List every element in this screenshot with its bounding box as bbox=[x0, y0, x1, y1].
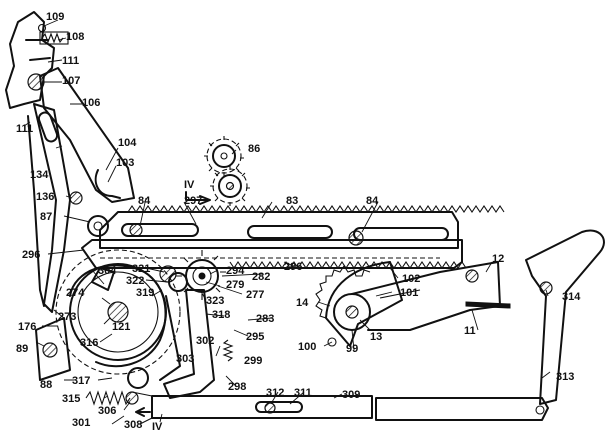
label-101: 101 bbox=[400, 287, 418, 299]
label-87: 87 bbox=[40, 211, 52, 223]
label-134: 134 bbox=[30, 169, 49, 181]
label-313: 313 bbox=[556, 371, 574, 383]
section-marker-iv-top bbox=[185, 191, 211, 205]
gear-86-top bbox=[204, 136, 244, 176]
label-312: 312 bbox=[266, 387, 284, 399]
label-273: 273 bbox=[58, 311, 76, 323]
reference-labels: 109 108 111 107 106 111 104 103 134 136 … bbox=[16, 11, 581, 433]
label-83: 83 bbox=[286, 195, 298, 207]
label-309: 309 bbox=[342, 389, 360, 401]
label-108: 108 bbox=[66, 31, 84, 43]
label-111-upper: 111 bbox=[62, 55, 79, 67]
label-299: 299 bbox=[244, 355, 262, 367]
label-295: 295 bbox=[246, 331, 264, 343]
label-283: 283 bbox=[256, 313, 274, 325]
label-297: 297 bbox=[184, 195, 202, 207]
label-304: 304 bbox=[98, 265, 117, 277]
label-282: 282 bbox=[252, 271, 270, 283]
label-121: 121 bbox=[112, 321, 130, 333]
label-296-right: 296 bbox=[284, 261, 302, 273]
spring-315 bbox=[85, 367, 149, 406]
label-107: 107 bbox=[62, 75, 80, 87]
label-274: 274 bbox=[66, 287, 85, 299]
label-104: 104 bbox=[118, 137, 137, 149]
label-316: 316 bbox=[80, 337, 98, 349]
label-317: 317 bbox=[72, 375, 90, 387]
label-319: 319 bbox=[136, 287, 154, 299]
label-311: 311 bbox=[294, 387, 312, 399]
label-99: 99 bbox=[346, 343, 358, 355]
label-321: 321 bbox=[132, 263, 150, 275]
pivot-87 bbox=[87, 215, 109, 237]
gear-322 bbox=[168, 272, 188, 292]
label-109: 109 bbox=[46, 11, 64, 23]
label-314: 314 bbox=[562, 291, 581, 303]
pivot-84-left bbox=[129, 223, 143, 237]
pivot-89 bbox=[35, 317, 71, 381]
label-323: 323 bbox=[206, 295, 224, 307]
label-iv-bottom: IV bbox=[152, 421, 163, 433]
label-308: 308 bbox=[124, 419, 142, 431]
label-12: 12 bbox=[492, 253, 504, 265]
label-296-left: 296 bbox=[22, 249, 40, 261]
hub-121 bbox=[107, 301, 129, 323]
label-100: 100 bbox=[298, 341, 316, 353]
frame-lever-134 bbox=[27, 103, 71, 313]
drive-bar-309 bbox=[131, 391, 549, 425]
label-279: 279 bbox=[226, 279, 244, 291]
pivot-84-right bbox=[348, 230, 364, 246]
rack-bar-83 bbox=[99, 205, 505, 259]
label-14: 14 bbox=[296, 297, 309, 309]
upper-bracket bbox=[5, 11, 69, 109]
section-marker-iv-bottom bbox=[135, 407, 151, 417]
label-84-right: 84 bbox=[366, 195, 379, 207]
spring-299 bbox=[222, 339, 234, 362]
label-294: 294 bbox=[226, 265, 245, 277]
pivot-136 bbox=[69, 191, 83, 205]
label-iv-top: IV bbox=[184, 179, 195, 191]
label-11: 11 bbox=[464, 325, 476, 337]
label-322: 322 bbox=[126, 275, 144, 287]
label-84-left: 84 bbox=[138, 195, 151, 207]
label-277: 277 bbox=[246, 289, 264, 301]
label-306: 306 bbox=[98, 405, 116, 417]
pin-109 bbox=[37, 23, 47, 33]
label-89: 89 bbox=[16, 343, 28, 355]
label-136: 136 bbox=[36, 191, 54, 203]
sector-gear-14 bbox=[315, 261, 403, 347]
label-303: 303 bbox=[176, 353, 194, 365]
label-88: 88 bbox=[40, 379, 52, 391]
lever-313 bbox=[525, 229, 605, 405]
label-176: 176 bbox=[18, 321, 36, 333]
label-86: 86 bbox=[248, 143, 260, 155]
label-298: 298 bbox=[228, 381, 246, 393]
label-315: 315 bbox=[62, 393, 80, 405]
label-13: 13 bbox=[370, 331, 382, 343]
lever-106 bbox=[37, 67, 135, 203]
leader-lines bbox=[23, 19, 551, 425]
label-102: 102 bbox=[402, 273, 420, 285]
label-106: 106 bbox=[82, 97, 100, 109]
lever-11 bbox=[351, 261, 511, 331]
label-103: 103 bbox=[116, 157, 134, 169]
label-302: 302 bbox=[196, 335, 214, 347]
label-301: 301 bbox=[72, 417, 90, 429]
label-318: 318 bbox=[212, 309, 230, 321]
gear-86-bottom bbox=[210, 166, 250, 206]
label-111-lower: 111 bbox=[16, 123, 33, 135]
pin-100 bbox=[327, 337, 337, 347]
